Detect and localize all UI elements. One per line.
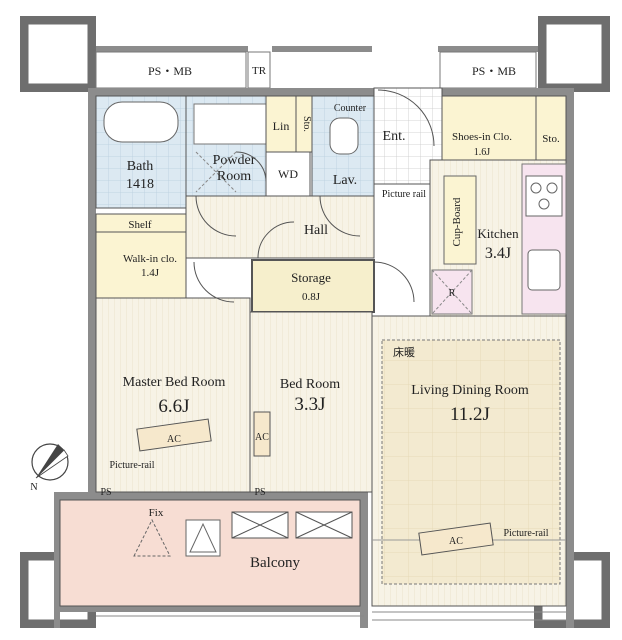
storage-size-label: 0.8J	[302, 291, 321, 303]
picture-rail-top-label: Picture rail	[382, 189, 426, 200]
cupboard-label: Cup-Board	[451, 197, 463, 246]
ac-living-label: AC	[449, 536, 463, 547]
walkin-label: Walk-in clo.	[123, 253, 177, 265]
compass-north-label: N	[30, 482, 37, 493]
lin-label: Lin	[273, 119, 290, 133]
floor-heat-label: 床暖	[393, 345, 415, 359]
ps-mb-left-label: PS・MB	[148, 64, 192, 78]
structure	[20, 16, 610, 628]
ac-master-label: AC	[167, 434, 181, 445]
details	[96, 89, 566, 621]
sto-right-label: Sto.	[542, 133, 560, 145]
ac-bed-label: AC	[255, 432, 269, 443]
tr-label: TR	[252, 65, 267, 77]
ps-left-label: PS	[100, 487, 111, 498]
shoes-size-label: 1.6J	[474, 147, 491, 158]
living-label: Living Dining Room	[411, 383, 529, 398]
shelf-label: Shelf	[128, 219, 152, 231]
room-fills	[59, 87, 567, 607]
master-size-label: 6.6J	[158, 396, 189, 417]
ps-mb-right-label: PS・MB	[472, 64, 516, 78]
bed-label: Bed Room	[280, 377, 340, 392]
lav-label: Lav.	[333, 173, 357, 188]
living-size-label: 11.2J	[450, 404, 490, 425]
master-label: Master Bed Room	[123, 375, 226, 390]
balcony-label: Balcony	[250, 555, 300, 571]
ent-label: Ent.	[383, 129, 406, 144]
kitchen-label: Kitchen	[477, 226, 519, 241]
powder-label-2: Room	[217, 169, 251, 184]
shoes-label: Shoes-in Clo.	[452, 131, 512, 143]
labels: PS・MB TR PS・MB Bath 1418 Lin Sto. Counte…	[100, 64, 560, 571]
picture-rail-master-label: Picture-rail	[110, 460, 155, 471]
picture-rail-living-label: Picture-rail	[504, 528, 549, 539]
storage-label: Storage	[291, 270, 331, 285]
fix-label: Fix	[149, 507, 164, 519]
counter-label: Counter	[334, 103, 367, 114]
bed-size-label: 3.3J	[294, 394, 325, 415]
bath-size-label: 1418	[126, 177, 154, 192]
wd-label: WD	[278, 167, 298, 181]
r-label: R	[449, 288, 456, 299]
ps-mid-label: PS	[254, 487, 265, 498]
powder-label: Powder	[213, 153, 256, 168]
bath-label: Bath	[127, 159, 153, 174]
sto-small-label: Sto.	[301, 116, 312, 132]
kitchen-size-label: 3.4J	[485, 245, 511, 262]
hall-label: Hall	[304, 223, 328, 238]
walkin-size-label: 1.4J	[141, 267, 160, 279]
compass: N	[30, 443, 69, 493]
